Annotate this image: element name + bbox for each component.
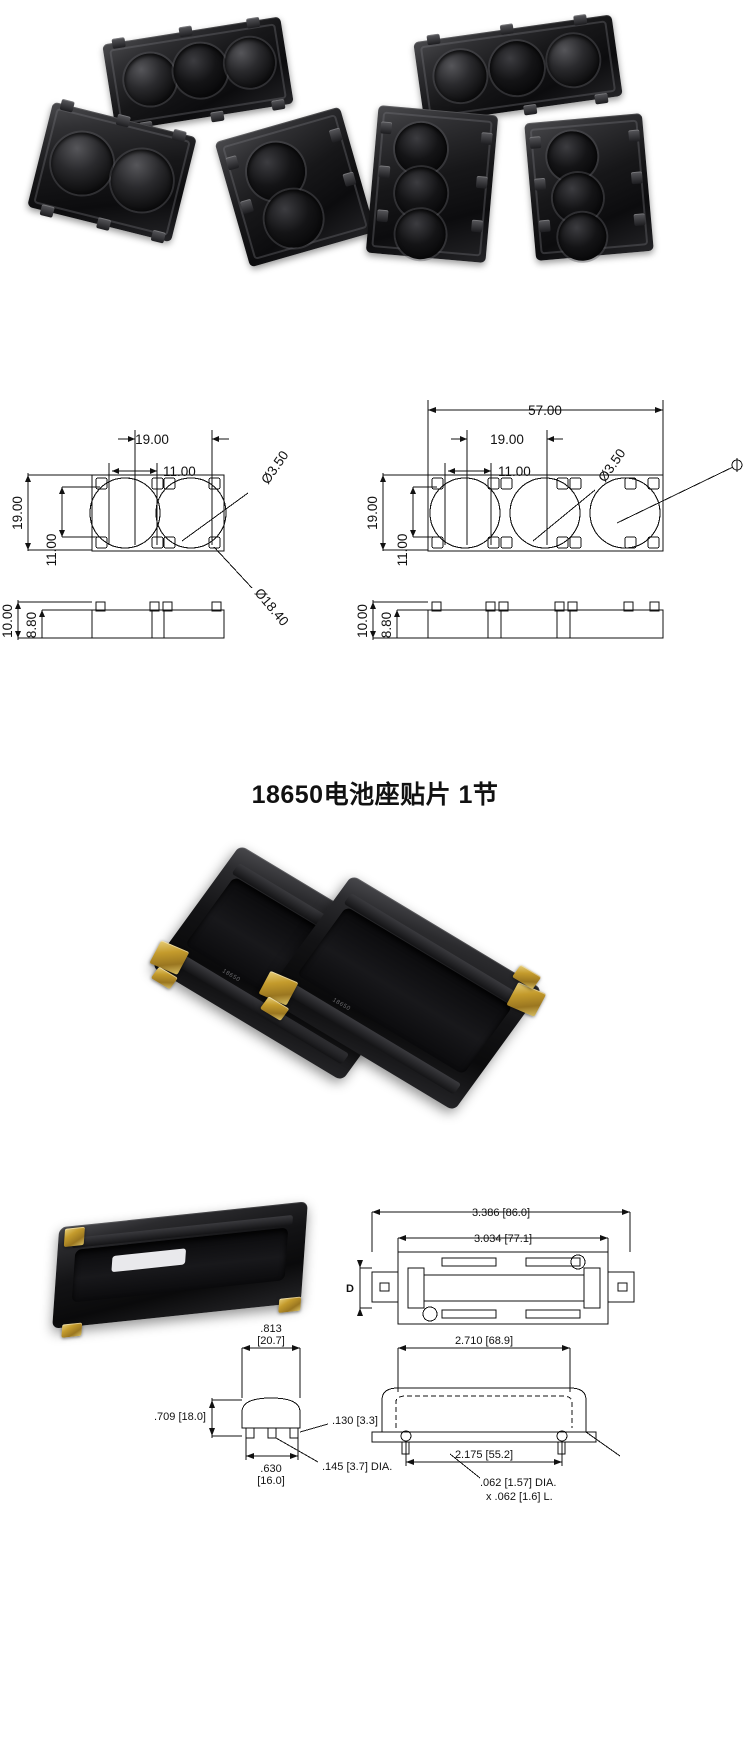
bracket-nub	[378, 165, 391, 179]
cad-drawing-3cell: 57.00 19.00 11.00 19.00 11.00 Ø3.50 10.0…	[355, 345, 750, 725]
bracket-nub	[210, 110, 225, 123]
dim-3cell-height: 19.00	[365, 496, 380, 530]
dim-2cell-cell-dia: Ø18.40	[252, 585, 292, 629]
dim-sideview-pin-dia: .062 [1.57] DIA.	[480, 1477, 556, 1489]
dim-endview-width: .813	[260, 1323, 281, 1335]
dim-3cell-width: 19.00	[490, 432, 524, 447]
dim-endview-foot-height: .130 [3.3]	[332, 1415, 378, 1427]
bracket-nub	[480, 132, 493, 146]
bracket-2cell-right-front	[214, 106, 376, 268]
bracket-nub	[538, 219, 551, 233]
cad-imperial-top-view: 3.386 [86.0] 3.034 [77.1] D	[330, 1190, 750, 1340]
section-title: 18650电池座贴片 1节	[0, 745, 750, 840]
imperial-spec-block: 3.386 [86.0] 3.034 [77.1] D	[0, 1160, 750, 1739]
dim-imperial-length-inner: 3.034 [77.1]	[474, 1233, 532, 1245]
dim-2cell-width: 19.00	[135, 432, 169, 447]
bracket-nub	[96, 217, 112, 231]
holder-isometric-render	[52, 1195, 335, 1338]
bracket-nub	[529, 136, 542, 149]
bracket-nub	[111, 37, 126, 49]
bracket-nub	[499, 23, 514, 36]
dim-3cell-pitch: 11.00	[498, 464, 531, 479]
dim-2cell-side-body: 8.80	[24, 612, 39, 638]
bracket-nub	[573, 13, 588, 26]
dim-3cell-side-body: 8.80	[379, 612, 394, 638]
dim-endview-base-width-mm: [16.0]	[257, 1475, 285, 1487]
bracket-nub	[426, 33, 441, 46]
bracket-nub	[150, 229, 166, 244]
bracket-2cell-mid-left	[27, 98, 197, 244]
dim-3cell-side-height: 10.00	[355, 604, 370, 638]
bracket-nub	[245, 16, 261, 29]
bracket-3cell-top-right	[413, 13, 623, 126]
dim-2cell-pitch: 11.00	[163, 464, 196, 479]
bracket-3cell-right	[524, 113, 654, 263]
solder-pad	[278, 1296, 302, 1313]
dim-sideview-pin-pitch: 2.175 [55.2]	[455, 1449, 513, 1461]
bracket-nub	[271, 98, 286, 111]
dim-endview-height: .709 [18.0]	[154, 1411, 206, 1423]
bracket-nub	[594, 92, 609, 105]
dim-2cell-pin-dia: Ø3.50	[258, 448, 291, 487]
spacer-brackets-photo	[0, 0, 750, 345]
dim-2cell-side-height: 10.00	[0, 604, 15, 638]
bracket-nub	[376, 209, 389, 223]
dim-2cell-height-inner: 11.00	[44, 534, 59, 567]
dim-imperial-length-overall: 3.386 [86.0]	[472, 1207, 530, 1219]
bracket-nub	[178, 25, 193, 38]
bracket-nub	[628, 129, 641, 143]
dim-3cell-length: 57.00	[528, 403, 562, 418]
page-title: 18650电池座贴片 1节	[251, 780, 499, 809]
bracket-nub	[633, 213, 646, 227]
smd-holder-photo: 18650 18650	[0, 840, 750, 1160]
bracket-nub	[630, 171, 643, 185]
dim-sideview-body-length: 2.710 [68.9]	[455, 1335, 513, 1347]
bracket-3cell-mid	[365, 105, 499, 263]
bracket-nub	[534, 177, 547, 191]
bracket-2cell-top-left	[102, 16, 294, 133]
dim-endview-width-mm: [20.7]	[257, 1335, 285, 1347]
dim-imperial-depth-label: D	[346, 1283, 354, 1295]
holder-render-body	[52, 1201, 308, 1338]
dim-endview-hole-dia: .145 [3.7] DIA.	[322, 1461, 392, 1473]
bracket-nub	[471, 219, 484, 233]
dim-2cell-height: 19.00	[10, 496, 25, 530]
solder-pad	[61, 1322, 83, 1338]
cad-drawing-2cell: 19.00 11.00 19.00 11.00 Ø3.50 Ø18.40 10.…	[0, 345, 360, 725]
dim-sideview-pin-length: x .062 [1.6] L.	[486, 1491, 553, 1503]
dim-endview-base-width: .630	[260, 1463, 281, 1475]
bracket-nub	[523, 103, 538, 116]
bracket-nub	[39, 204, 55, 218]
metric-cad-drawings: 19.00 11.00 19.00 11.00 Ø3.50 Ø18.40 10.…	[0, 345, 750, 725]
contact-terminal	[63, 1226, 85, 1248]
cad-imperial-bottom-views: .813 [20.7] .709 [18.0] .130 [3.3] .630 …	[150, 1320, 750, 1510]
bracket-nub	[380, 121, 393, 135]
dim-3cell-pin-dia: Ø3.50	[595, 446, 628, 485]
bracket-nub	[475, 175, 488, 189]
dim-3cell-height-inner: 11.00	[395, 534, 410, 567]
